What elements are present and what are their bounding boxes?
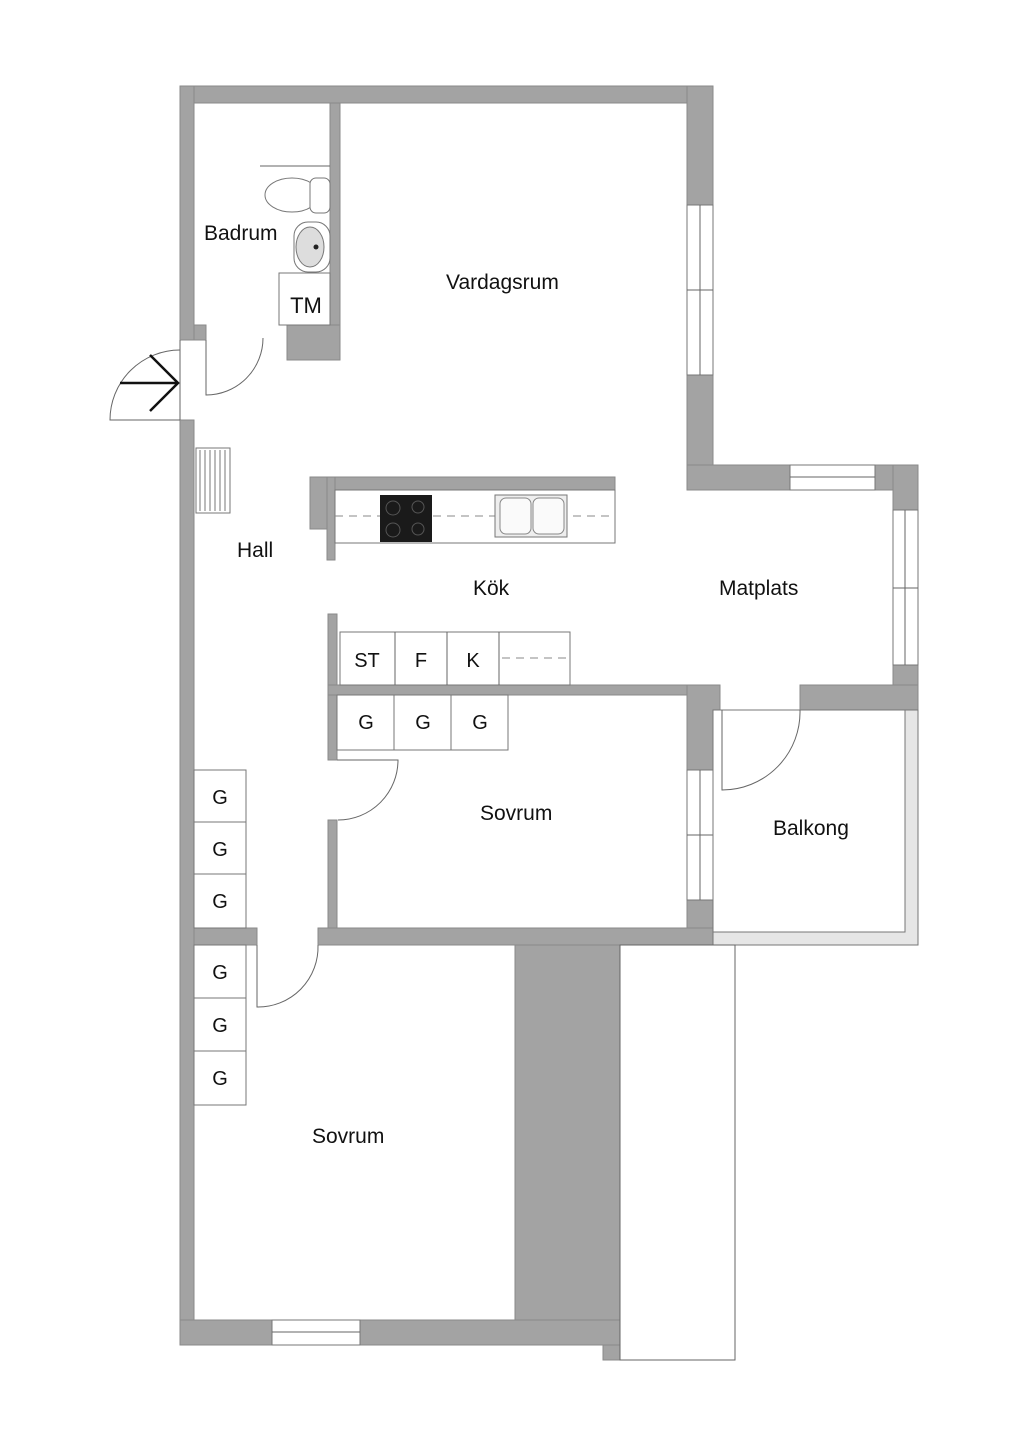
appliance-row	[339, 631, 571, 686]
room-label-vardagsrum: Vardagsrum	[446, 271, 559, 294]
room-label-hall: Hall	[237, 539, 273, 562]
k-label: K	[466, 650, 480, 672]
toilet-icon	[264, 177, 331, 214]
balcony-rail	[712, 709, 919, 946]
g-label: G	[358, 712, 374, 734]
radiator	[195, 447, 231, 514]
kitchen-sink-icon	[494, 494, 568, 538]
room-label-balkong: Balkong	[773, 817, 849, 840]
room-label-badrum: Badrum	[204, 222, 278, 245]
st-label: ST	[354, 650, 380, 672]
g-label: G	[472, 712, 488, 734]
stove-icon	[380, 495, 432, 542]
tm-label: TM	[290, 293, 322, 318]
windows	[271, 204, 919, 1346]
f-label: F	[415, 650, 427, 672]
adjacent-area	[619, 944, 736, 1361]
g-label: G	[212, 787, 228, 809]
entrance-door[interactable]	[109, 340, 181, 421]
g-label: G	[415, 712, 431, 734]
wardrobes-bedroom1	[336, 694, 509, 751]
room-label-sovrum: Sovrum	[312, 1125, 384, 1148]
room-label-kok: Kök	[473, 577, 510, 600]
washing-machine	[278, 272, 331, 326]
bedroom2-door[interactable]	[256, 944, 319, 1008]
bathroom-door[interactable]	[205, 337, 264, 396]
g-label: G	[212, 891, 228, 913]
g-label: G	[212, 1015, 228, 1037]
g-label: G	[212, 1068, 228, 1090]
g-label: G	[212, 962, 228, 984]
entrance-arrow-icon	[120, 354, 180, 412]
room-label-sovrum: Sovrum	[480, 802, 552, 825]
balcony-door[interactable]	[721, 709, 801, 791]
sink-icon	[293, 221, 331, 273]
room-label-matplats: Matplats	[719, 577, 798, 600]
bedroom1-door[interactable]	[337, 759, 399, 821]
wardrobes-bedroom2	[193, 944, 247, 1106]
g-label: G	[212, 839, 228, 861]
wardrobes-hall	[193, 769, 247, 929]
walls	[179, 85, 919, 1361]
